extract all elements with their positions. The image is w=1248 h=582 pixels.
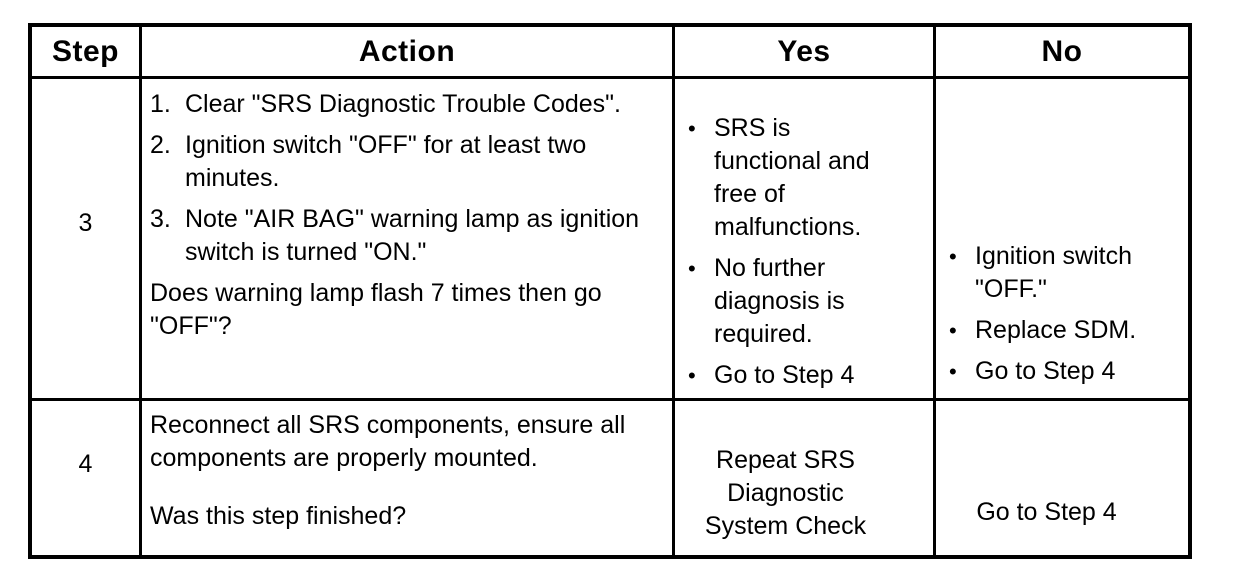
row4-action-paragraph: Reconnect all SRS components, ensure all…	[150, 411, 626, 472]
row3-yes-item-2: • No further diagnosis is required.	[688, 252, 933, 351]
list-item-text: Note "AIR BAG" warning lamp as ignition …	[185, 205, 640, 266]
row3-action-question: Does warning lamp flash 7 times then go …	[150, 279, 602, 340]
bullet-icon: •	[949, 244, 957, 269]
row3-yes-item-3: • Go to Step 4	[688, 359, 933, 392]
row4-action-cell: Reconnect all SRS components, ensure all…	[142, 401, 675, 555]
header-step: Step	[32, 27, 142, 79]
row4-yes-result: Repeat SRS Diagnostic System Check	[704, 445, 867, 540]
bullet-text: Ignition switch "OFF."	[975, 242, 1133, 303]
header-no: No	[936, 27, 1188, 79]
row4-no-result: Go to Step 4	[976, 498, 1117, 526]
row4-no-cell: Go to Step 4	[936, 401, 1188, 555]
bullet-text: Replace SDM.	[975, 316, 1137, 344]
row4-yes-cell: Repeat SRS Diagnostic System Check	[675, 401, 936, 555]
row3-yes-item-1: • SRS is functional and free of malfunct…	[688, 112, 933, 244]
row4-step-number: 4	[32, 401, 142, 555]
bullet-text: Go to Step 4	[714, 361, 855, 389]
bullet-icon: •	[688, 363, 696, 388]
row3-no-item-2: • Replace SDM.	[949, 314, 1188, 347]
header-yes: Yes	[675, 27, 936, 79]
row3-no-cell: • Ignition switch "OFF." • Replace SDM. …	[936, 79, 1188, 401]
row3-no-item-3: • Go to Step 4	[949, 355, 1188, 388]
list-number: 1.	[150, 90, 171, 118]
row3-step-number: 3	[32, 79, 142, 401]
list-number: 3.	[150, 205, 171, 233]
bullet-icon: •	[949, 359, 957, 384]
row3-action-cell: 1. Clear "SRS Diagnostic Trouble Codes".…	[142, 79, 675, 401]
row4-action-question: Was this step finished?	[150, 502, 407, 530]
row3-yes-list: • SRS is functional and free of malfunct…	[688, 112, 933, 392]
row3-no-list: • Ignition switch "OFF." • Replace SDM. …	[949, 240, 1188, 388]
list-number: 2.	[150, 131, 171, 159]
row3-action-item-2: 2. Ignition switch "OFF" for at least tw…	[150, 129, 672, 195]
bullet-icon: •	[688, 256, 696, 281]
row3-action-item-1: 1. Clear "SRS Diagnostic Trouble Codes".	[150, 88, 672, 121]
bullet-icon: •	[688, 116, 696, 141]
row3-yes-cell: • SRS is functional and free of malfunct…	[675, 79, 936, 401]
diagnostic-table: Step Action Yes No 3 1. Clear "SRS Diagn…	[28, 23, 1192, 559]
row3-no-item-1: • Ignition switch "OFF."	[949, 240, 1188, 306]
bullet-text: No further diagnosis is required.	[714, 254, 845, 348]
row3-action-item-3: 3. Note "AIR BAG" warning lamp as igniti…	[150, 203, 672, 269]
list-item-text: Ignition switch "OFF" for at least two m…	[185, 131, 587, 192]
list-item-text: Clear "SRS Diagnostic Trouble Codes".	[185, 90, 621, 118]
bullet-text: Go to Step 4	[975, 357, 1116, 385]
bullet-icon: •	[949, 318, 957, 343]
row3-action-list: 1. Clear "SRS Diagnostic Trouble Codes".…	[150, 88, 672, 269]
bullet-text: SRS is functional and free of malfunctio…	[714, 114, 870, 241]
header-action: Action	[142, 27, 675, 79]
